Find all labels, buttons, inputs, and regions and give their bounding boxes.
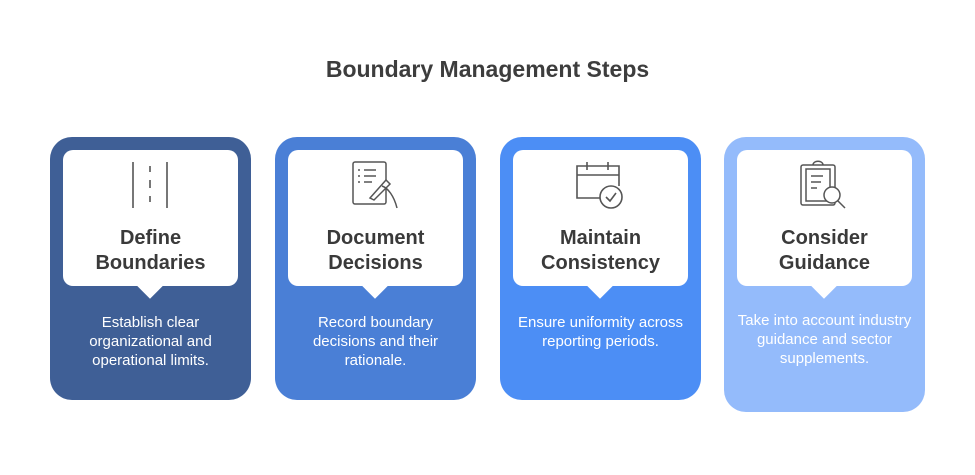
heading-line-1: Define — [119, 227, 182, 249]
calendar-check-icon — [576, 162, 623, 209]
document-writing-icon — [352, 161, 398, 209]
clipboard-search-icon — [800, 160, 846, 209]
heading-line-2: Guidance — [778, 252, 871, 274]
heading-line-1: Consider — [781, 227, 868, 249]
card-description: Take into account industry guidance and … — [737, 312, 912, 367]
page-title: Boundary Management Steps — [325, 56, 650, 82]
road-lanes-icon — [132, 162, 168, 208]
card-description: Ensure uniformity across reporting perio… — [517, 314, 684, 350]
heading-line-2: Consistency — [541, 252, 660, 274]
heading-line-1: Maintain — [559, 227, 642, 249]
heading-line-2: Boundaries — [95, 252, 206, 274]
card-description: Record boundary decisions and their rati… — [312, 314, 439, 369]
heading-line-1: Document — [326, 227, 425, 249]
card-description: Establish clear organizational and opera… — [89, 314, 212, 369]
heading-line-2: Decisions — [328, 252, 423, 274]
